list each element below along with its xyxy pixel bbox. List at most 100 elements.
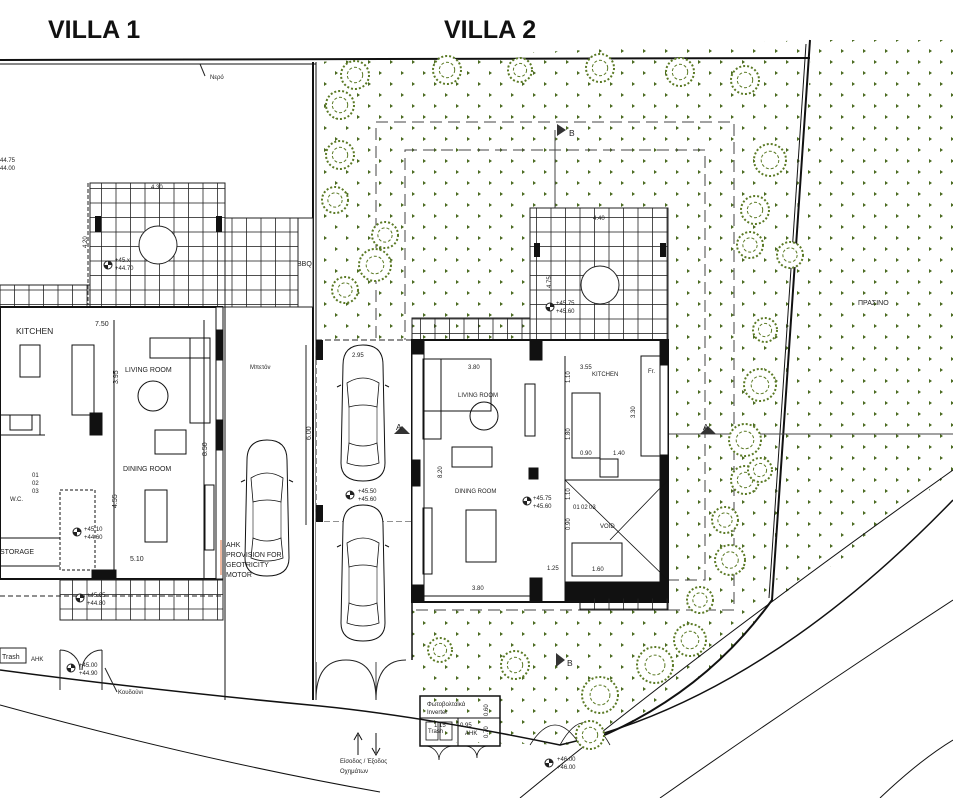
gate-level-bottom: +44.90 <box>79 671 98 677</box>
bell-label: Κουδούνι <box>118 690 144 696</box>
villa2-dim-060: 0.60 <box>484 704 490 716</box>
villa1-ahk-label: AHK <box>31 657 43 663</box>
trees <box>321 53 804 750</box>
villa1-trash-bin <box>0 647 27 664</box>
villa1-living-dim: 3.95 <box>113 370 120 384</box>
villa2-terrace-width: 4.40 <box>593 216 605 222</box>
tree-canopy <box>736 471 754 489</box>
tree-canopy <box>680 630 700 650</box>
villa1-dining-room-label: DINING ROOM <box>123 466 171 473</box>
gate-level-top: +45.00 <box>79 663 98 669</box>
green-area-label: ΠΡΑΣΙΝΟ <box>858 300 889 307</box>
terrace-level-top: +45.x <box>115 258 130 264</box>
villa2-dining-room-label: DINING ROOM <box>455 489 496 495</box>
tree-canopy <box>589 684 611 706</box>
tree-icon <box>331 276 359 304</box>
section-a-left-label: A <box>396 422 402 432</box>
tree-icon <box>507 57 533 83</box>
villa1-depth-dim: 8.50 <box>202 442 209 456</box>
tree-icon <box>753 143 787 177</box>
section-a-right-label: A <box>703 422 709 432</box>
villa2-kitchen-depth: 3.30 <box>631 406 637 418</box>
terrace-depth-dim: 4.20 <box>83 236 89 248</box>
tree-canopy <box>346 66 364 84</box>
villa1-title: VILLA 1 <box>48 16 140 44</box>
villa2-stair-3: 03 <box>589 505 596 511</box>
tree-canopy <box>735 430 755 450</box>
villa2-dim-115: 1.15 <box>434 723 446 729</box>
villa2-trash-label: Trash <box>428 729 443 735</box>
tree-icon <box>776 241 804 269</box>
section-marker-a-right <box>700 426 716 434</box>
villa2-kitchen-width: 3.55 <box>580 365 592 371</box>
provision-line-2: PROVISION FOR <box>226 552 282 559</box>
villa2-parking <box>315 339 413 701</box>
porch-level-top: +45.05 <box>87 593 106 599</box>
tree-icon <box>747 457 773 483</box>
tree-icon <box>711 506 739 534</box>
entrance-label-2: Οχημάτων <box>340 768 368 775</box>
provision-line-1: AHK <box>226 542 241 549</box>
villa1-wc-label: W.C. <box>10 497 23 503</box>
villa2-island-dim: 1.80 <box>566 428 572 440</box>
villa2-terrace-depth: 4.75 <box>547 276 553 288</box>
tree-icon <box>585 53 615 83</box>
exit-arrow-down <box>371 733 381 757</box>
tree-canopy <box>331 96 349 114</box>
tree-canopy <box>644 654 666 676</box>
villa1-stair-3: 03 <box>32 489 39 495</box>
tree-canopy <box>750 375 770 395</box>
tree-canopy <box>327 192 343 208</box>
tree-canopy <box>742 237 758 253</box>
tree-icon <box>340 60 370 90</box>
tree-icon <box>325 140 355 170</box>
fridge-label: Fr. <box>648 369 655 375</box>
villa2-dim-160: 1.60 <box>592 567 604 573</box>
tree-canopy <box>746 201 764 219</box>
villa2-depth-dim: 8.20 <box>438 466 444 478</box>
tree-icon <box>325 90 355 120</box>
tree-canopy <box>736 71 754 89</box>
site-level-bottom: 44.00 <box>0 166 16 172</box>
section-marker-a-left <box>394 426 410 434</box>
section-marker-b-bottom <box>556 653 565 667</box>
villa2-stair-2: 02 <box>581 505 588 511</box>
water-leader <box>199 63 206 77</box>
tree-canopy <box>591 59 609 77</box>
property-boundary <box>0 39 953 798</box>
terrace-width-dim: 4.30 <box>151 185 163 191</box>
villa1-stair-2: 02 <box>32 481 39 487</box>
tree-icon <box>743 368 777 402</box>
villa2-dim-125: 1.25 <box>547 566 559 572</box>
tree-icon <box>371 221 399 249</box>
site-level-top: 44.75 <box>0 158 16 164</box>
tree-canopy <box>752 462 768 478</box>
tree-canopy <box>757 322 773 338</box>
inverter-label: Inverter <box>427 710 447 716</box>
tree-canopy <box>506 656 524 674</box>
villa2-dim-110b: 1.10 <box>566 488 572 500</box>
tree-icon <box>740 195 770 225</box>
tree-icon <box>686 586 714 614</box>
tree-icon <box>500 650 530 680</box>
section-b-top-label: B <box>569 128 575 138</box>
villa2-house <box>411 339 669 611</box>
concrete-label: Μπετόν <box>250 364 271 371</box>
tree-icon <box>581 676 619 714</box>
water-label: Νερό <box>210 74 224 81</box>
entry-arrow-up <box>353 731 363 755</box>
villa1-parking-dim: 6.00 <box>306 426 313 440</box>
villa2-level-top: +45.75 <box>533 496 552 502</box>
tree-icon <box>432 55 462 85</box>
tree-icon <box>730 65 760 95</box>
tree-icon <box>728 423 762 457</box>
villa2-terrace-level-bottom: +45.60 <box>556 309 575 315</box>
villa1-storage-label: STORAGE <box>0 549 34 556</box>
street-level-top: +46.00 <box>557 757 576 763</box>
villa2-kitchen-label: KITCHEN <box>592 372 618 378</box>
tree-canopy <box>438 61 456 79</box>
tree-icon <box>636 646 674 684</box>
tree-canopy <box>337 282 353 298</box>
villa2-terrace-level-top: +45.75 <box>556 301 575 307</box>
